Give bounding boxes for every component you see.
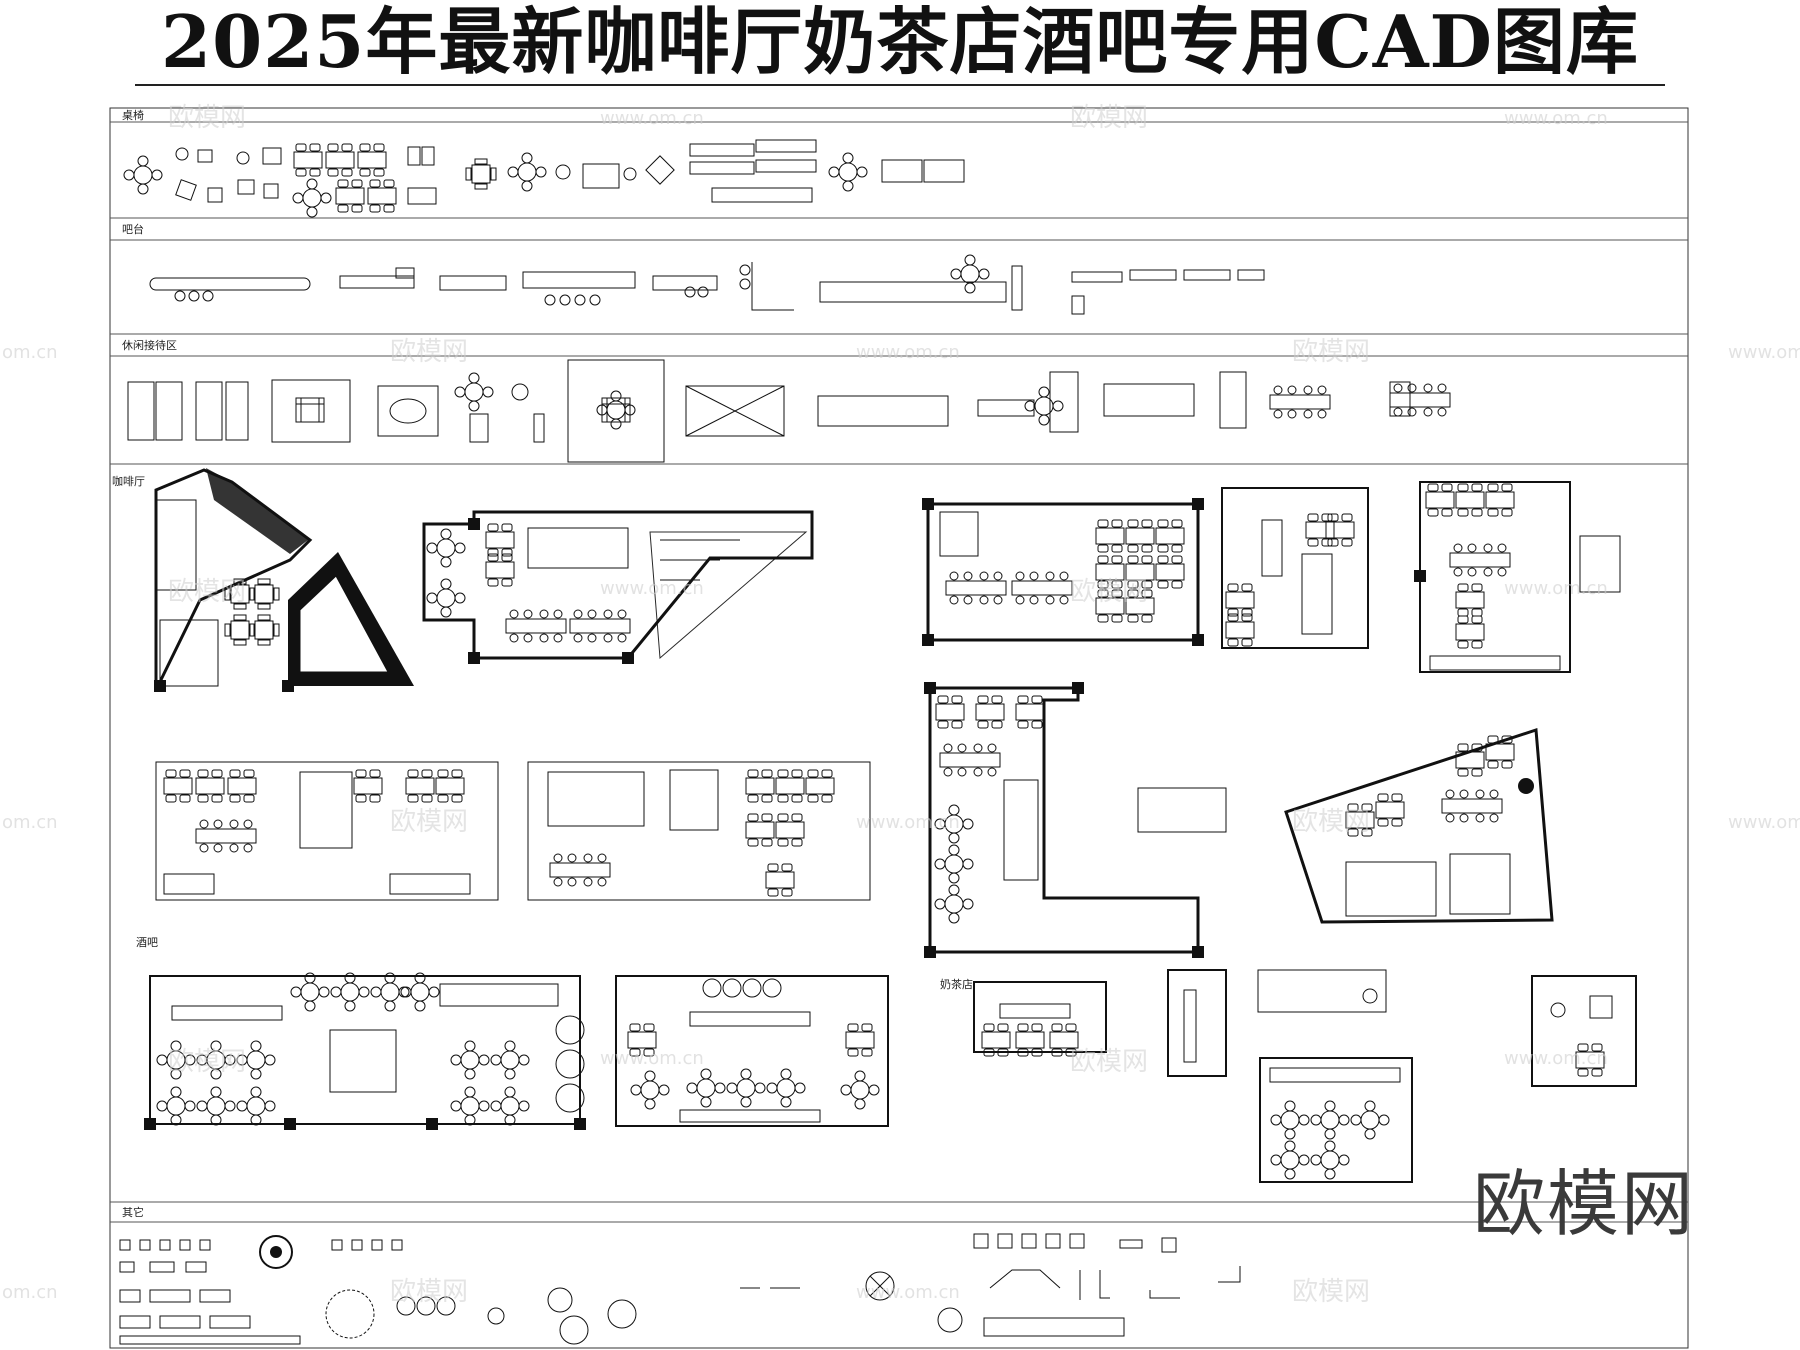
section-label-bar: 酒吧 — [136, 936, 158, 949]
watermark-url: www.om.cn — [856, 342, 960, 363]
watermark-url: om.cn — [2, 812, 58, 833]
watermark-url: www.om.cn — [1504, 1048, 1608, 1069]
watermarks: 欧模网 www.om.cn 欧模网 www.om.cn om.cn 欧模网 ww… — [2, 103, 1800, 1307]
page-title: 2025年最新咖啡厅奶茶店酒吧专用CAD图库 — [161, 0, 1639, 84]
watermark-url: www.om.cn — [1504, 578, 1608, 599]
watermark-cn: 欧模网 — [390, 1277, 468, 1307]
watermark-url: www.om.cn — [1728, 342, 1800, 363]
cafe-plan-square-b — [1221, 487, 1369, 649]
watermark-url: om.cn — [2, 1282, 58, 1303]
section-label-other: 其它 — [122, 1205, 144, 1219]
watermark-cn: 欧模网 — [1292, 807, 1370, 837]
watermark-url: om.cn — [2, 342, 58, 363]
title-underline — [135, 84, 1665, 86]
watermark-cn: 欧模网 — [168, 577, 246, 607]
watermark-url: www.om.cn — [1504, 108, 1608, 129]
watermark-cn: 欧模网 — [1070, 103, 1148, 133]
other-symbols — [119, 1233, 1241, 1345]
cafe-plan-wide-a — [155, 761, 499, 901]
milktea-plan-d — [1259, 1057, 1413, 1183]
brand-logo: 欧模网 — [1472, 1162, 1695, 1246]
watermark-url: www.om.cn — [600, 1048, 704, 1069]
section-label-lounge: 休闲接待区 — [122, 338, 177, 352]
watermark-cn: 欧模网 — [1292, 1277, 1370, 1307]
lounge-blocks — [127, 359, 1451, 463]
watermark-cn: 欧模网 — [1070, 1047, 1148, 1077]
milktea-plan-c — [1257, 969, 1387, 1013]
watermark-cn: 欧模网 — [1292, 337, 1370, 367]
watermark-url: www.om.cn — [1728, 812, 1800, 833]
bar-counter-blocks — [149, 254, 1265, 315]
bar-plan-a — [144, 972, 586, 1130]
cafe-plan-square-a — [922, 498, 1204, 646]
watermark-url: www.om.cn — [856, 1282, 960, 1303]
section-label-tables-chairs: 桌椅 — [122, 108, 144, 122]
section-label-cafe: 咖啡厅 — [112, 474, 145, 488]
watermark-url: www.om.cn — [600, 108, 704, 129]
watermark-cn: 欧模网 — [390, 337, 468, 367]
cafe-plan-triangle — [154, 468, 414, 692]
cafe-plan-square-c — [1414, 481, 1621, 673]
section-label-bar-counter: 吧台 — [122, 222, 144, 236]
cafe-plan-long — [422, 510, 814, 664]
watermark-cn: 欧模网 — [1070, 577, 1148, 607]
watermark-cn: 欧模网 — [168, 1047, 246, 1077]
cafe-plan-l-shape — [924, 682, 1227, 958]
milktea-plan-e — [1531, 975, 1637, 1087]
watermark-url: www.om.cn — [600, 578, 704, 599]
milktea-plan-b — [1167, 969, 1227, 1077]
tables-chairs-blocks — [123, 139, 965, 218]
cafe-plan-angled — [1284, 727, 1554, 924]
watermark-cn: 欧模网 — [168, 103, 246, 133]
cafe-plan-wide-b — [527, 761, 871, 901]
watermark-url: www.om.cn — [856, 812, 960, 833]
section-label-milk-tea: 奶茶店 — [940, 977, 973, 991]
milktea-plan-a — [973, 981, 1107, 1057]
watermark-cn: 欧模网 — [390, 807, 468, 837]
bar-plan-b — [615, 975, 889, 1127]
sheet-frame — [109, 107, 1689, 1349]
